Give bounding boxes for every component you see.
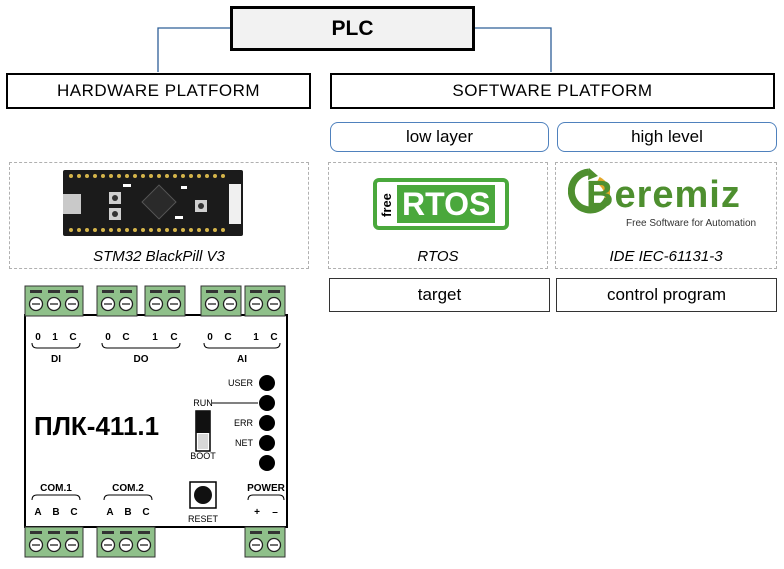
low-layer-pill: low layer [330, 122, 549, 152]
ai-pin-label: C [270, 332, 277, 343]
run-led [259, 395, 275, 411]
target-box: target [329, 278, 550, 312]
freertos-logo-free: free [379, 193, 394, 217]
plc-title: PLC [331, 16, 374, 40]
di-terminal-block [24, 285, 84, 317]
do-group-label: DO [134, 354, 149, 365]
ai-pin-label: 0 [207, 332, 213, 343]
com2-pin-label: A [106, 507, 113, 518]
ai-terminal-block-1 [200, 285, 242, 317]
com1-pin-label: C [70, 507, 77, 518]
do-pin-label: 1 [152, 332, 158, 343]
beremiz-tagline: Free Software for Automation [626, 218, 757, 229]
hardware-platform-label: HARDWARE PLATFORM [56, 81, 261, 100]
power-group-label: POWER [247, 483, 286, 494]
do-pin-label: C [170, 332, 177, 343]
di-group-label: DI [51, 354, 61, 365]
com2-terminal-block [96, 526, 156, 558]
power-terminal-block [244, 526, 286, 558]
net-led [259, 435, 275, 451]
rtos-panel: free RTOS RTOS [328, 162, 548, 269]
err-led [259, 415, 275, 431]
software-platform-label: SOFTWARE PLATFORM [452, 81, 653, 100]
svg-text:free: free [379, 193, 394, 217]
com2-pin-label: B [124, 507, 131, 518]
beremiz-caption: IDE IEC-61131-3 [609, 248, 723, 265]
do-terminal-block-1 [96, 285, 138, 317]
reset-label: RESET [188, 514, 219, 524]
do-pin-label: 0 [105, 332, 111, 343]
power-pin-label: – [272, 507, 278, 518]
power-pin-label: + [254, 507, 260, 518]
low-layer-label: low layer [405, 127, 474, 146]
com1-terminal-block [24, 526, 84, 558]
user-led-label: USER [228, 378, 254, 388]
control-program-label: control program [606, 285, 727, 304]
di-pin-label: C [69, 332, 76, 343]
net-led-label: NET [235, 438, 254, 448]
board-caption: STM32 BlackPill V3 [93, 248, 225, 265]
plc-model-name: ПЛК-411.1 [34, 411, 159, 441]
err-led-label: ERR [234, 418, 254, 428]
ai-pin-label: 1 [253, 332, 259, 343]
board-panel: STM32 BlackPill V3 [9, 162, 309, 269]
beremiz-recycle-icon [568, 168, 610, 214]
high-level-label: high level [631, 127, 703, 146]
freertos-logo-rtos: RTOS [397, 185, 496, 223]
tree-connectors [157, 27, 552, 72]
beremiz-panel: Beremiz Free Software for Automation IDE… [555, 162, 777, 269]
software-platform-box: SOFTWARE PLATFORM [330, 73, 775, 109]
com2-group-label: COM.2 [112, 483, 144, 494]
com1-pin-label: B [52, 507, 59, 518]
ai-terminal-block-2 [244, 285, 286, 317]
spare-led [259, 455, 275, 471]
hardware-platform-box: HARDWARE PLATFORM [6, 73, 311, 109]
plc-title-box: PLC [230, 6, 475, 51]
com2-pin-label: C [142, 507, 149, 518]
freertos-logo: free RTOS [373, 178, 509, 230]
beremiz-logo-text: Beremiz [586, 174, 741, 216]
do-pin-label: C [122, 332, 129, 343]
control-program-box: control program [556, 278, 777, 312]
com1-pin-label: A [34, 507, 41, 518]
stm32-board-image [63, 170, 243, 236]
boot-label: BOOT [190, 451, 216, 461]
high-level-pill: high level [557, 122, 777, 152]
di-pin-label: 0 [35, 332, 41, 343]
user-led [259, 375, 275, 391]
ai-group-label: AI [237, 354, 247, 365]
ai-pin-label: C [224, 332, 231, 343]
run-label: RUN [193, 398, 213, 408]
target-label: target [417, 285, 462, 304]
di-pin-label: 1 [52, 332, 58, 343]
rtos-caption: RTOS [417, 248, 459, 265]
com1-group-label: COM.1 [40, 483, 72, 494]
do-terminal-block-2 [144, 285, 186, 317]
